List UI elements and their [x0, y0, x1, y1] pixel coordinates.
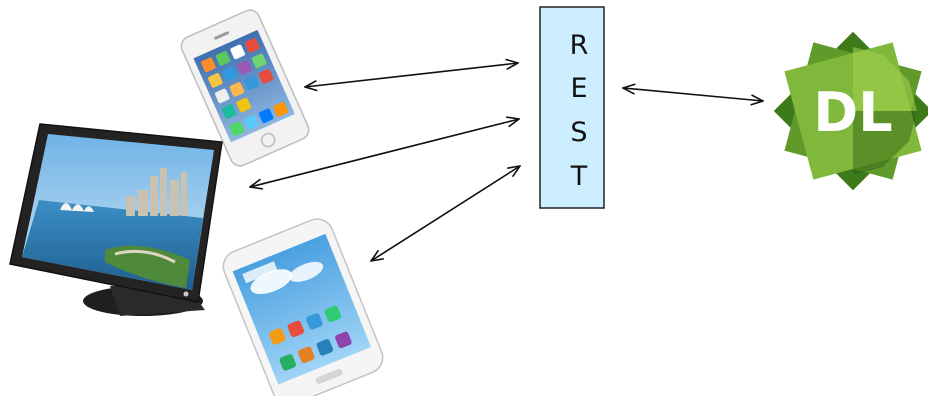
arrow-iphone-rest — [305, 63, 518, 87]
dl-logo: DL — [773, 31, 928, 191]
dl-logo-text: DL — [813, 81, 892, 144]
monitor-icon — [9, 123, 223, 316]
monitor-device — [9, 123, 223, 316]
rest-letter-t: T — [570, 161, 588, 192]
rest-letter-e: E — [570, 73, 587, 104]
dl-logo-badge-icon — [773, 31, 928, 191]
rest-box: R E S T — [539, 6, 605, 209]
rest-letter-s: S — [570, 117, 587, 148]
smartphone-icon — [222, 218, 384, 396]
connection-arrows — [250, 63, 763, 261]
rest-box-rect — [539, 6, 605, 209]
rest-letter-r: R — [570, 30, 589, 61]
arrow-android-rest — [371, 166, 520, 261]
arrow-rest-dl — [623, 88, 763, 101]
android-device — [222, 218, 384, 396]
arrow-monitor-rest — [250, 119, 519, 187]
